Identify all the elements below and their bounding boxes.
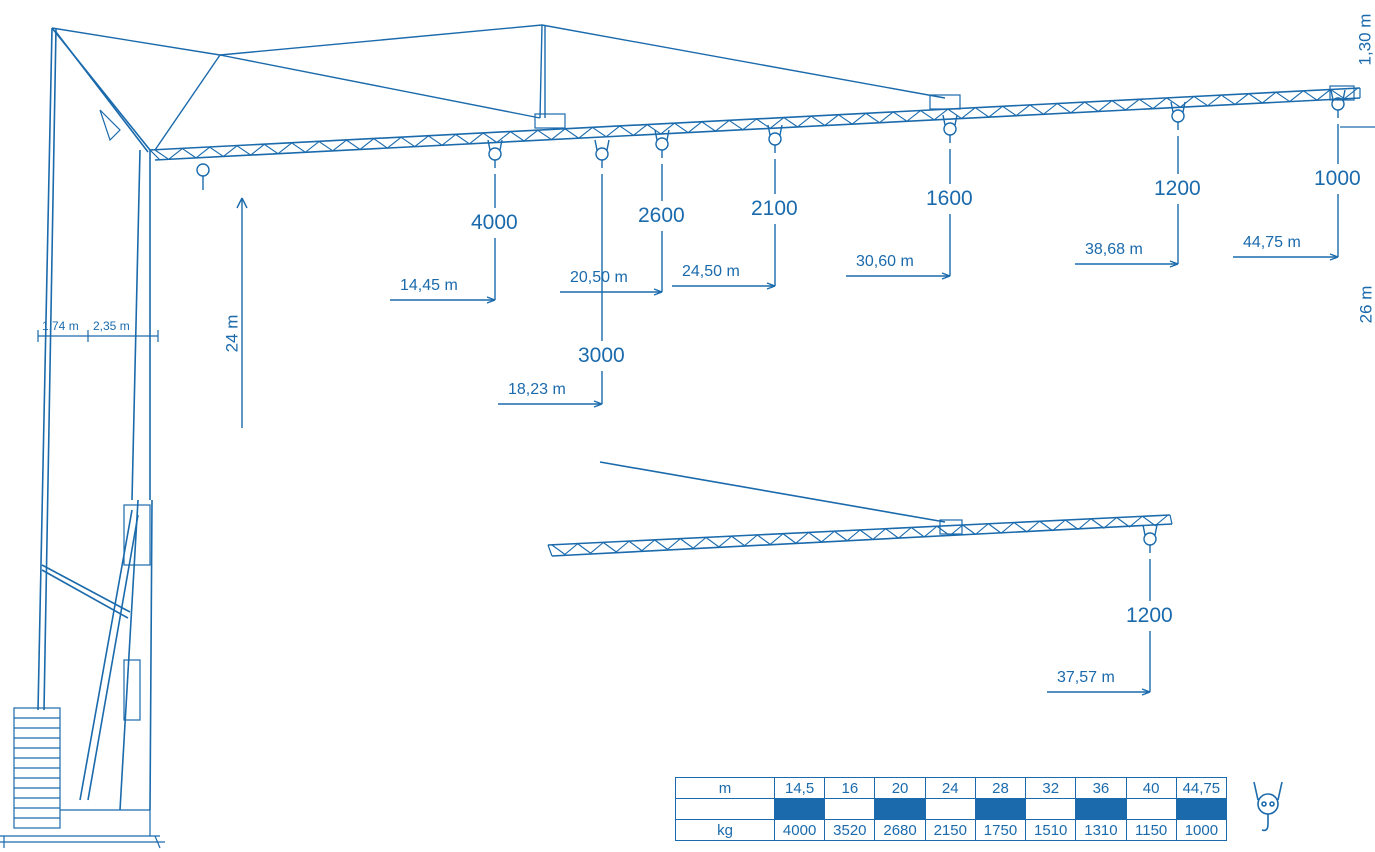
jib-radius-label: 44,75 m	[1243, 234, 1301, 251]
counterweight	[0, 707, 165, 849]
jib-load-label: 1600	[926, 187, 973, 210]
jib-load-label: 1200	[1154, 177, 1201, 200]
jib-hook-cable	[594, 139, 610, 151]
radius-cell: 16	[824, 777, 876, 799]
jib-hook-cable	[1170, 101, 1186, 113]
jib-hook-cable	[942, 114, 958, 126]
jib-load-label: 4000	[471, 211, 518, 234]
radius-cell: 44,75	[1175, 777, 1228, 799]
jib-load-label: 2600	[638, 204, 685, 227]
jib-radius-arrow	[653, 288, 663, 296]
jib-hook-cable	[1330, 89, 1346, 101]
jib-radius-label: 38,68 m	[1085, 241, 1143, 258]
jib-load-label: 2100	[751, 197, 798, 220]
band-cell	[1175, 798, 1228, 820]
load-cell: 1750	[974, 819, 1027, 841]
load-cell: 1310	[1075, 819, 1127, 841]
radius-cell: 28	[974, 777, 1027, 799]
load-chart-table: m 14,5 16 20 24 28 32 36 40 44,75 kg 400…	[675, 777, 1228, 841]
radius-cell: 32	[1025, 777, 1077, 799]
radius-cell: 36	[1075, 777, 1127, 799]
short-jib	[547, 461, 1173, 557]
short-jib-radius-arrow	[1141, 688, 1151, 696]
jib-hook-block	[1171, 109, 1185, 123]
tower-width-dimension	[37, 330, 159, 342]
radius-cell: 14,5	[773, 777, 826, 799]
band-cell	[1125, 798, 1177, 820]
trolley-hook-block	[196, 163, 210, 177]
tower-dim-left-label: 1,74 m	[42, 319, 79, 333]
jib-hook-block	[943, 122, 957, 136]
radius-cell: 24	[924, 777, 976, 799]
short-jib-load-label: 1200	[1126, 604, 1173, 627]
jib-tip-height-label: 1,30 m	[1355, 13, 1375, 66]
jib-radius-arrow	[1329, 253, 1339, 261]
band-cell	[924, 798, 976, 820]
jib-hook-block	[595, 147, 609, 161]
jib-hook-cable	[654, 129, 670, 141]
load-cell: 1510	[1025, 819, 1077, 841]
short-jib-hook-block	[1143, 532, 1157, 546]
jib-radius-arrow	[766, 282, 776, 290]
height-dimension	[236, 126, 1375, 428]
jib-load-label: 1000	[1314, 167, 1361, 190]
crane-height-label: 24 m	[222, 314, 242, 353]
band-cell	[675, 798, 775, 820]
band-cell	[874, 798, 926, 820]
radius-row: m 14,5 16 20 24 28 32 36 40 44,75	[675, 777, 1228, 799]
jib-hook-cable	[487, 139, 503, 151]
hook-height-label: 26 m	[1356, 285, 1375, 324]
tower-dim-right-label: 2,35 m	[93, 319, 130, 333]
jib-hook-block	[488, 147, 502, 161]
jib-hook-block	[768, 132, 782, 146]
radius-row-header: m	[675, 777, 775, 799]
radius-cell: 40	[1125, 777, 1177, 799]
load-cell: 1000	[1175, 819, 1228, 841]
band-cell	[974, 798, 1027, 820]
load-cell: 4000	[773, 819, 826, 841]
jib-radius-label: 24,50 m	[682, 263, 740, 280]
jib-radius-arrow	[941, 272, 951, 280]
band-cell	[773, 798, 826, 820]
jib-radius-label: 30,60 m	[856, 253, 914, 270]
jib-radius-label: 14,45 m	[400, 277, 458, 294]
main-jib	[149, 85, 1361, 161]
jib-radius-arrow	[486, 296, 496, 304]
radius-cell: 20	[874, 777, 926, 799]
load-row: kg 4000 3520 2680 2150 1750 1510 1310 11…	[675, 819, 1228, 841]
load-cell: 3520	[824, 819, 876, 841]
tower-mast	[37, 27, 153, 811]
jib-hook-cable	[767, 124, 783, 136]
jib-hook-block	[655, 137, 669, 151]
load-cell: 2150	[924, 819, 976, 841]
hook-icon	[1253, 781, 1283, 832]
jib-radius-arrow	[593, 400, 603, 408]
load-row-header: kg	[675, 819, 775, 841]
band-cell	[1075, 798, 1127, 820]
band-row	[675, 798, 1228, 820]
short-jib-hook-cable	[1142, 524, 1158, 536]
jib-load-label: 3000	[578, 344, 625, 367]
jib-radius-arrow	[1169, 260, 1179, 268]
load-cell: 1150	[1125, 819, 1177, 841]
short-jib-radius-label: 37,57 m	[1057, 669, 1115, 686]
band-cell	[1025, 798, 1077, 820]
jib-radius-label: 20,50 m	[570, 269, 628, 286]
jib-ties	[51, 24, 946, 151]
jib-radius-label: 18,23 m	[508, 381, 566, 398]
load-cell: 2680	[874, 819, 926, 841]
band-cell	[824, 798, 876, 820]
